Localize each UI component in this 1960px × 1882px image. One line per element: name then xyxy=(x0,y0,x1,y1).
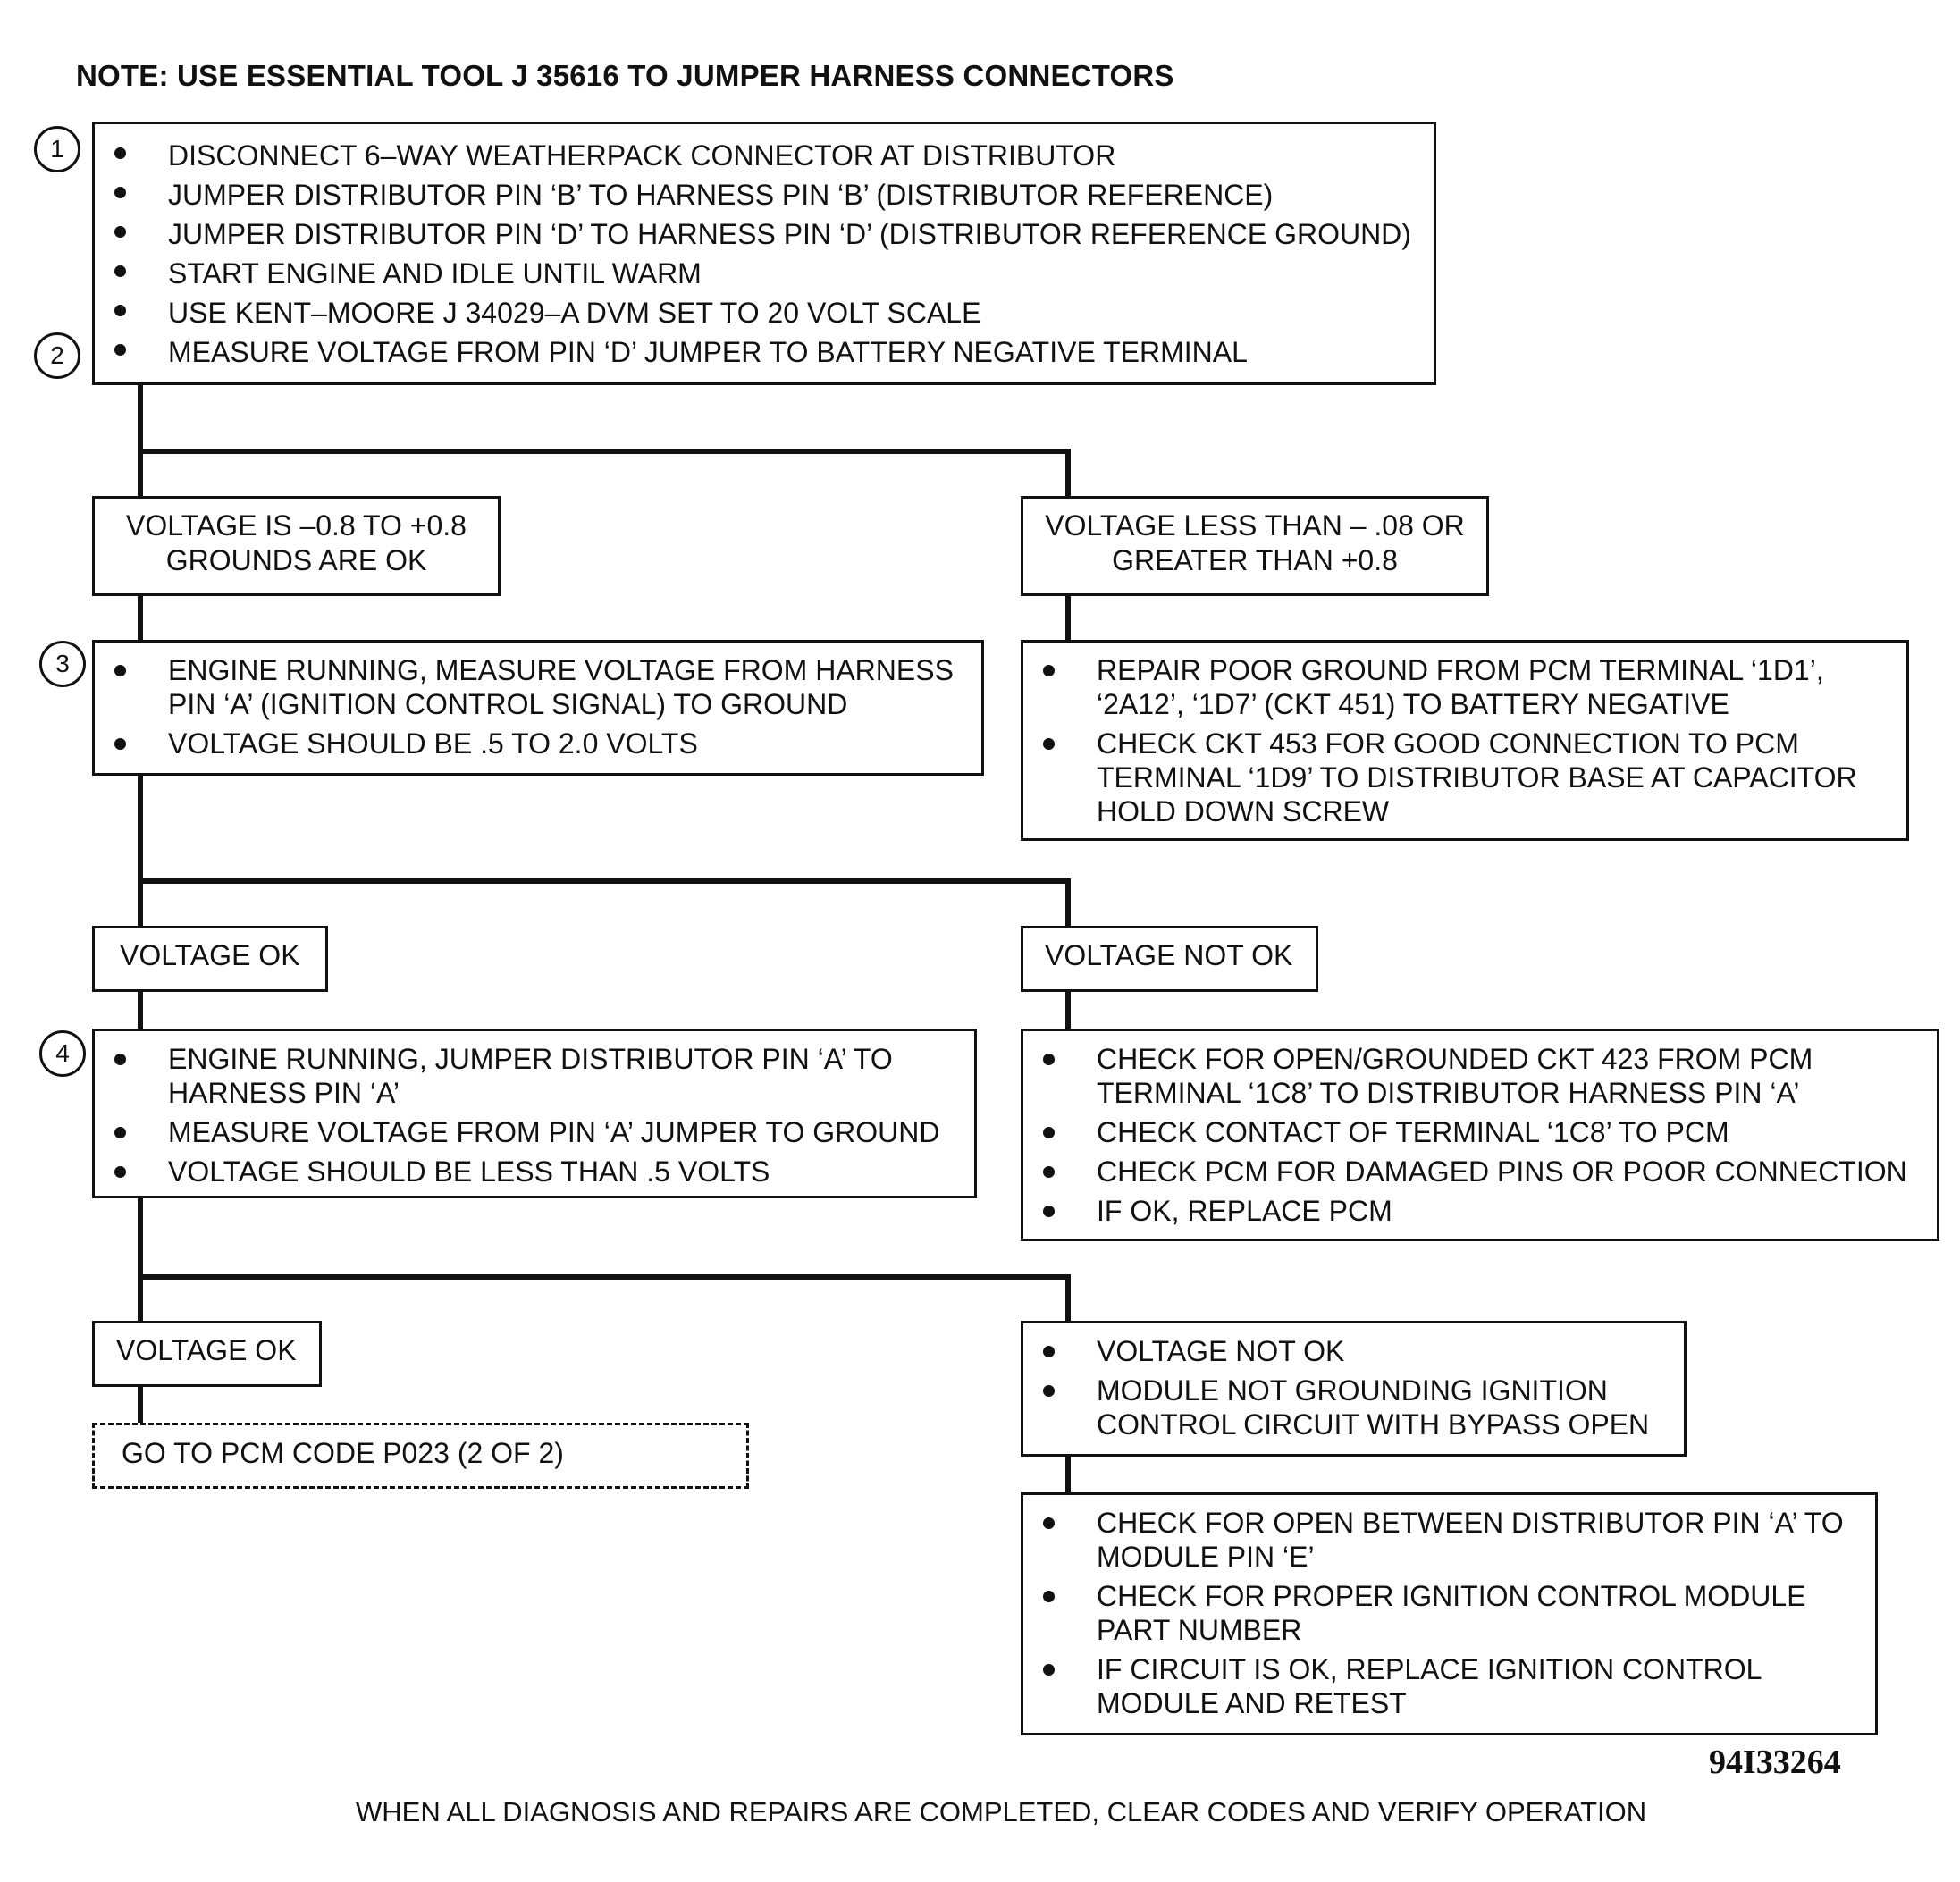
step-marker-2: 2 xyxy=(34,332,80,379)
repair2-item: CHECK CONTACT OF TERMINAL ‘1C8’ TO PCM xyxy=(1023,1115,1919,1149)
step1-item: JUMPER DISTRIBUTOR PIN ‘D’ TO HARNESS PI… xyxy=(95,214,1434,254)
repair3-item: CHECK FOR OPEN BETWEEN DISTRIBUTOR PIN ‘… xyxy=(1023,1506,1857,1574)
goto-box[interactable]: GO TO PCM CODE P023 (2 OF 2) xyxy=(92,1423,749,1489)
repair3-item: IF CIRCUIT IS OK, REPLACE IGNITION CONTR… xyxy=(1023,1652,1857,1720)
connector-line xyxy=(138,385,143,496)
step1-box: DISCONNECT 6–WAY WEATHERPACK CONNECTOR A… xyxy=(92,122,1436,385)
result3-bad-box: VOLTAGE NOT OK xyxy=(1021,926,1318,992)
footer-note: WHEN ALL DIAGNOSIS AND REPAIRS ARE COMPL… xyxy=(356,1796,1647,1827)
step3-box: ENGINE RUNNING, MEASURE VOLTAGE FROM HAR… xyxy=(92,640,984,776)
connector-line xyxy=(138,1385,143,1423)
result1-bad-box: VOLTAGE LESS THAN – .08 OR GREATER THAN … xyxy=(1021,496,1489,596)
step4-item: ENGINE RUNNING, JUMPER DISTRIBUTOR PIN ‘… xyxy=(95,1042,956,1110)
repair2-item: CHECK FOR OPEN/GROUNDED CKT 423 FROM PCM… xyxy=(1023,1042,1919,1110)
connector-line xyxy=(1065,878,1071,926)
result1-bad-line2: GREATER THAN +0.8 xyxy=(1112,544,1398,576)
connector-line xyxy=(138,878,1071,884)
result3-ok-box: VOLTAGE OK xyxy=(92,926,328,992)
step-marker-1: 1 xyxy=(34,126,80,172)
connector-line xyxy=(1065,990,1071,1029)
step4-box: ENGINE RUNNING, JUMPER DISTRIBUTOR PIN ‘… xyxy=(92,1029,977,1198)
connector-line xyxy=(1065,449,1071,496)
step4-item: MEASURE VOLTAGE FROM PIN ‘A’ JUMPER TO G… xyxy=(95,1115,956,1149)
connector-line xyxy=(138,594,143,642)
connector-line xyxy=(138,774,143,926)
step1-item: START ENGINE AND IDLE UNTIL WARM xyxy=(95,254,1434,293)
repair2-item: IF OK, REPLACE PCM xyxy=(1023,1194,1919,1228)
step3-item: ENGINE RUNNING, MEASURE VOLTAGE FROM HAR… xyxy=(95,653,963,721)
repair2-box: CHECK FOR OPEN/GROUNDED CKT 423 FROM PCM… xyxy=(1021,1029,1939,1241)
step3-item: VOLTAGE SHOULD BE .5 TO 2.0 VOLTS xyxy=(95,727,963,760)
step1-item: DISCONNECT 6–WAY WEATHERPACK CONNECTOR A… xyxy=(95,136,1434,175)
result1-bad-line1: VOLTAGE LESS THAN – .08 OR xyxy=(1045,509,1465,542)
result4-ok-label: VOLTAGE OK xyxy=(116,1334,297,1366)
step1-item: MEASURE VOLTAGE FROM PIN ‘D’ JUMPER TO B… xyxy=(95,332,1434,372)
connector-line xyxy=(138,449,1071,454)
result4-bad-box: VOLTAGE NOT OK MODULE NOT GROUNDING IGNI… xyxy=(1021,1321,1687,1457)
step-marker-3: 3 xyxy=(39,641,86,687)
result3-bad-label: VOLTAGE NOT OK xyxy=(1045,939,1293,971)
result4-bad-item: VOLTAGE NOT OK xyxy=(1023,1334,1666,1368)
goto-link[interactable]: GO TO PCM CODE P023 (2 OF 2) xyxy=(122,1437,564,1469)
connector-line xyxy=(138,1196,143,1321)
result1-ok-line2: GROUNDS ARE OK xyxy=(165,544,427,576)
figure-number: 94I33264 xyxy=(1709,1743,1841,1781)
connector-line xyxy=(1065,594,1071,642)
result4-bad-item: MODULE NOT GROUNDING IGNITION CONTROL CI… xyxy=(1023,1374,1666,1441)
step1-item: USE KENT–MOORE J 34029–A DVM SET TO 20 V… xyxy=(95,293,1434,332)
repair1-item: REPAIR POOR GROUND FROM PCM TERMINAL ‘1D… xyxy=(1023,653,1888,721)
note-heading: NOTE: USE ESSENTIAL TOOL J 35616 TO JUMP… xyxy=(76,59,1174,92)
result1-ok-box: VOLTAGE IS –0.8 TO +0.8 GROUNDS ARE OK xyxy=(92,496,501,596)
connector-line xyxy=(138,990,143,1029)
repair1-box: REPAIR POOR GROUND FROM PCM TERMINAL ‘1D… xyxy=(1021,640,1909,841)
result4-ok-box: VOLTAGE OK xyxy=(92,1321,322,1387)
connector-line xyxy=(138,1274,1071,1280)
repair3-item: CHECK FOR PROPER IGNITION CONTROL MODULE… xyxy=(1023,1579,1857,1647)
result1-ok-line1: VOLTAGE IS –0.8 TO +0.8 xyxy=(126,509,467,542)
connector-line xyxy=(1065,1274,1071,1321)
result3-ok-label: VOLTAGE OK xyxy=(120,939,300,971)
step-marker-4: 4 xyxy=(39,1030,86,1077)
step4-item: VOLTAGE SHOULD BE LESS THAN .5 VOLTS xyxy=(95,1155,956,1189)
connector-line xyxy=(1065,1453,1071,1492)
repair1-item: CHECK CKT 453 FOR GOOD CONNECTION TO PCM… xyxy=(1023,727,1888,828)
step1-item: JUMPER DISTRIBUTOR PIN ‘B’ TO HARNESS PI… xyxy=(95,175,1434,214)
repair3-box: CHECK FOR OPEN BETWEEN DISTRIBUTOR PIN ‘… xyxy=(1021,1492,1878,1735)
repair2-item: CHECK PCM FOR DAMAGED PINS OR POOR CONNE… xyxy=(1023,1155,1919,1189)
